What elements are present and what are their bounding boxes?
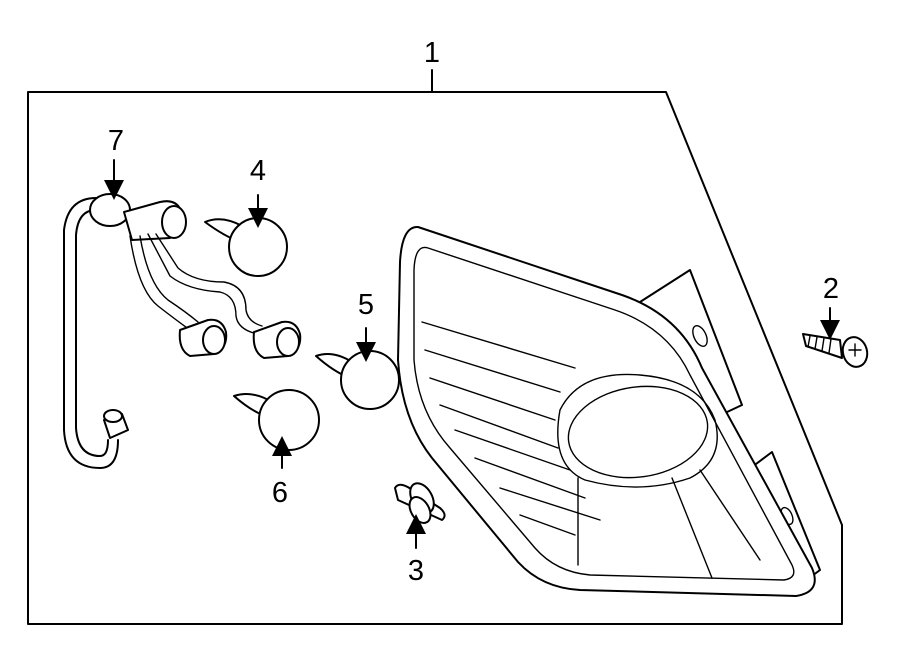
screw-part <box>802 333 869 368</box>
assembly-outline <box>27 91 843 625</box>
bulb-5-part <box>315 350 400 410</box>
bulb-4-part <box>204 217 288 277</box>
tail-lamp-housing <box>397 225 821 597</box>
bulb-6-part <box>233 389 320 451</box>
callout-7: 7 <box>108 125 124 157</box>
push-clip-part <box>394 482 446 524</box>
callout-3: 3 <box>408 555 424 587</box>
callout-4: 4 <box>250 155 266 187</box>
callout-1: 1 <box>424 37 440 69</box>
callout-6: 6 <box>272 477 288 509</box>
callout-5: 5 <box>358 289 374 321</box>
callout-2: 2 <box>823 273 839 305</box>
wiring-harness-part <box>63 193 302 469</box>
